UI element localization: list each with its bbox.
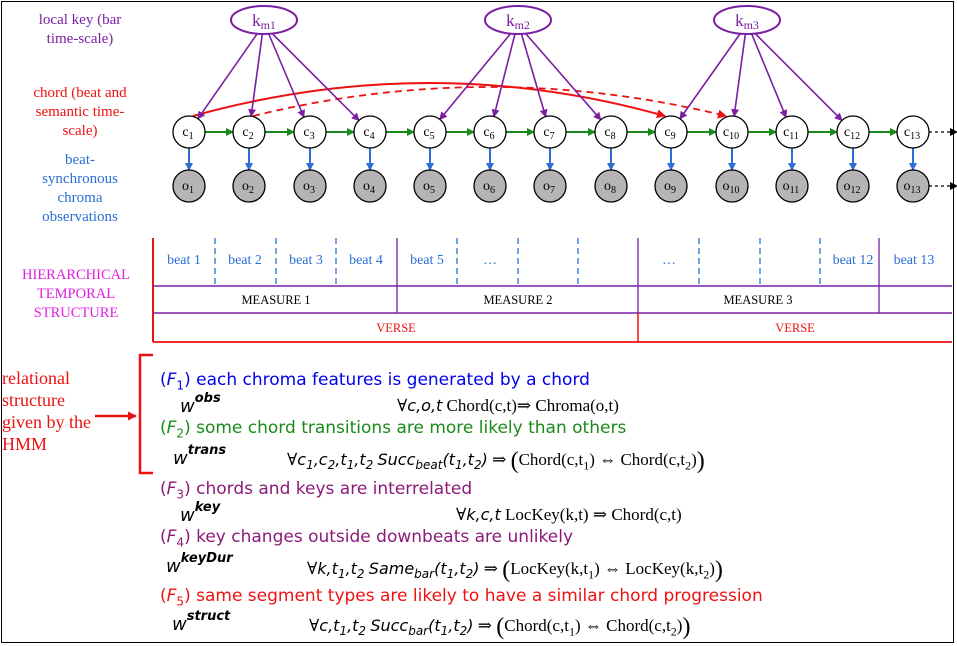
edge-key1-c4 — [272, 33, 360, 122]
verse-label-2: VERSE — [775, 321, 815, 335]
chord-node-3 — [293, 115, 327, 149]
formula-f3: ∀k,c,t LocKey(k,t) ⇒ Chord(c,t) — [456, 505, 682, 524]
edge-key2-c6 — [491, 33, 516, 118]
edge-key1-c1 — [197, 33, 258, 120]
obs-node-1 — [172, 169, 206, 203]
edge-key2-c5 — [439, 33, 511, 121]
beat-label-6: … — [483, 253, 497, 268]
measure-label-1: MEASURE 1 — [241, 293, 310, 307]
obs-node-6 — [473, 169, 507, 203]
beat-label-8: beat 12 — [833, 253, 874, 268]
weight-struct: wstruct — [172, 609, 231, 635]
rule-f5: (F5) same segment types are likely to ha… — [160, 586, 763, 608]
obs-node-3 — [293, 169, 327, 203]
label-relational: relational structure given by the HMM — [2, 368, 91, 454]
obs-node-8 — [594, 169, 628, 203]
chord-node-13 — [896, 115, 930, 149]
beat-label-7: … — [662, 253, 676, 268]
chord-node-5 — [413, 115, 447, 149]
measure-label-2: MEASURE 2 — [483, 293, 552, 307]
chord-node-9 — [654, 115, 688, 149]
formula-f5: ∀c,t1,t2 Succbar(t1,t2) ⇒ (Chord(c,t1) ⇔… — [309, 614, 691, 640]
edge-key3-c12 — [755, 33, 843, 122]
chord-node-1 — [172, 115, 206, 149]
key-node-2 — [484, 5, 552, 35]
edge-key1-c2 — [248, 33, 264, 118]
rule-f2-id: (F2) — [160, 418, 191, 441]
chord-label-5: c5 — [423, 125, 434, 142]
obs-node-13 — [896, 169, 930, 203]
rule-f5-text: same segment types are likely to have a … — [196, 586, 763, 606]
chord-label-1: c1 — [182, 125, 193, 142]
key-node-3 — [713, 5, 781, 35]
beat-label-4: beat 4 — [349, 253, 383, 268]
relational-bracket — [138, 353, 153, 475]
chord-node-11 — [775, 115, 809, 149]
chord-node-8 — [594, 115, 628, 149]
beat-label-1: beat 1 — [167, 253, 201, 268]
obs-node-4 — [353, 169, 387, 203]
obs-node-10 — [715, 169, 749, 203]
chord-label-9: c9 — [664, 125, 675, 142]
verse-label-1: VERSE — [376, 321, 416, 335]
edge-key3-c10 — [731, 33, 747, 118]
rule-f4-id: (F4) — [160, 527, 191, 550]
chord-node-12 — [836, 115, 870, 149]
edge-key3-c11 — [750, 33, 788, 119]
formula-f1: ∀c,o,t Chord(c,t)⇒ Chroma(o,t) — [397, 396, 619, 415]
key-node-1 — [230, 5, 298, 35]
obs-node-9 — [654, 169, 688, 203]
beat-label-5: beat 5 — [410, 253, 444, 268]
rule-f2-text: some chord transitions are more likely t… — [196, 418, 627, 438]
beat-label-3: beat 3 — [289, 253, 323, 268]
weight-keydur: wkeyDur — [166, 551, 233, 577]
chord-label-3: c3 — [303, 125, 314, 142]
chord-node-6 — [473, 115, 507, 149]
beat-label-9: beat 13 — [894, 253, 935, 268]
rule-f1: (F1) each chroma features is generated b… — [160, 370, 590, 392]
edge-key2-c7 — [520, 33, 548, 118]
rule-f4: (F4) key changes outside downbeats are u… — [160, 527, 573, 549]
chord-node-2 — [232, 115, 266, 149]
rule-f4-text: key changes outside downbeats are unlike… — [196, 527, 574, 547]
obs-node-11 — [775, 169, 809, 203]
chord-label-6: c6 — [483, 125, 494, 142]
chord-label-4: c4 — [363, 125, 374, 142]
measure-label-3: MEASURE 3 — [723, 293, 792, 307]
obs-node-7 — [533, 169, 567, 203]
chord-label-7: c7 — [543, 125, 554, 142]
edge-key2-c8 — [525, 33, 602, 121]
obs-node-12 — [836, 169, 870, 203]
rule-f3: (F3) chords and keys are interrelated — [160, 479, 472, 501]
rule-f2: (F2) some chord transitions are more lik… — [160, 418, 626, 440]
rule-f3-id: (F3) — [160, 479, 191, 502]
label-chord: chord (beat and semantic time-scale) — [33, 85, 127, 139]
obs-node-2 — [232, 169, 266, 203]
label-beat-sync: beat-synchronous chroma observations — [42, 152, 118, 225]
chord-node-4 — [353, 115, 387, 149]
chord-node-7 — [533, 115, 567, 149]
edge-key3-c9 — [679, 33, 741, 120]
edge-c1-c9 — [192, 82, 666, 119]
edge-c2-c10 — [252, 86, 727, 119]
rule-f3-text: chords and keys are interrelated — [196, 479, 473, 499]
rule-f5-id: (F5) — [160, 586, 191, 609]
chord-label-2: c2 — [242, 125, 253, 142]
weight-key: wkey — [180, 500, 221, 526]
rule-f1-id: (F1) — [160, 370, 191, 393]
label-hierarchical: HIERARCHICAL TEMPORAL STRUCTURE — [22, 267, 130, 321]
obs-node-5 — [413, 169, 447, 203]
beat-label-2: beat 2 — [228, 253, 262, 268]
formula-f4: ∀k,t1,t2 Samebar(t1,t2) ⇒ (LocKey(k,t1) … — [307, 557, 723, 583]
edge-key1-c3 — [268, 33, 305, 119]
weight-trans: wtrans — [173, 443, 227, 469]
label-local-key: local key (bar time-scale) — [38, 12, 122, 47]
chord-label-8: c8 — [604, 125, 615, 142]
chord-node-10 — [715, 115, 749, 149]
weight-obs: wobs — [180, 391, 221, 417]
formula-f2: ∀c1,c2,t1,t2 Succbeat(t1,t2) ⇒ (Chord(c,… — [287, 448, 705, 474]
rule-f1-text: each chroma features is generated by a c… — [196, 370, 590, 390]
